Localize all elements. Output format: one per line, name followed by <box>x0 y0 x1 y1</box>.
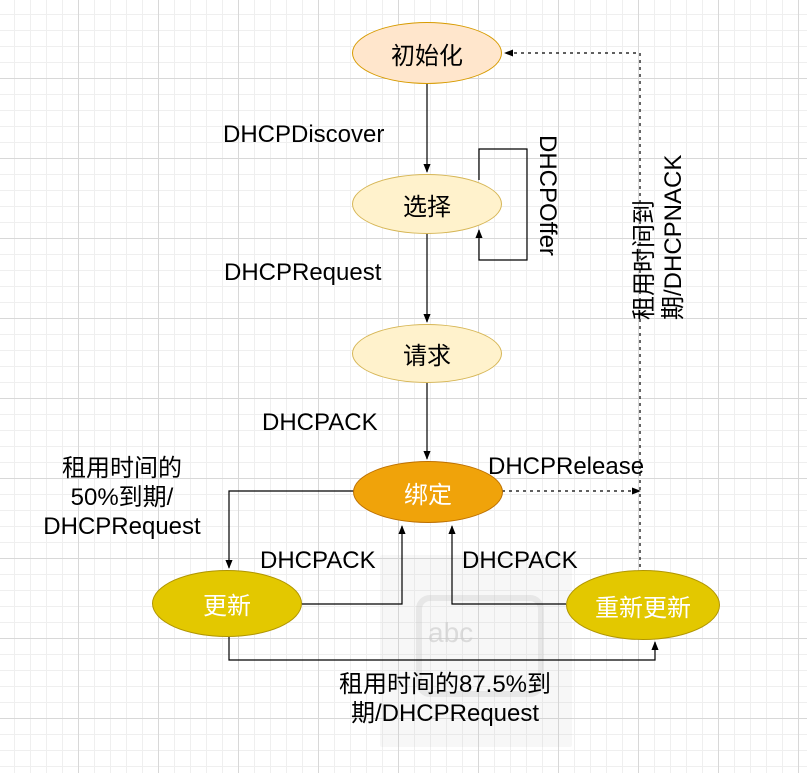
watermark: abc <box>380 555 572 747</box>
state-request[interactable]: 请求 <box>352 324 502 383</box>
label-t1-line3: DHCPRequest <box>43 513 201 540</box>
label-renew-ack: DHCPACK <box>260 547 376 574</box>
label-expire: 租用时间到 期/DHCPNACK <box>630 154 690 320</box>
edge-renew-ack <box>302 525 406 605</box>
label-t1: 租用时间的 50%到期/ DHCPRequest <box>22 454 222 541</box>
edge-rebind-ack <box>448 525 566 605</box>
watermark-frame <box>416 595 544 697</box>
edge-expire-dashed <box>504 49 641 567</box>
label-dhcpoffer: DHCPOffer <box>534 135 561 256</box>
edge-offer-self-loop <box>475 148 528 261</box>
state-rebind[interactable]: 重新更新 <box>566 570 720 640</box>
state-renew-label: 更新 <box>203 592 251 620</box>
state-renew[interactable]: 更新 <box>152 570 302 637</box>
label-dhcprequest: DHCPRequest <box>224 259 382 286</box>
label-rebind-ack: DHCPACK <box>462 547 578 574</box>
label-t2: 租用时间的87.5%到 期/DHCPRequest <box>300 670 590 728</box>
watermark-text: abc <box>428 617 474 648</box>
state-select[interactable]: 选择 <box>352 174 502 234</box>
label-dhcprelease: DHCPRelease <box>488 453 645 480</box>
label-t1-line2: 50%到期/ <box>70 484 174 511</box>
state-rebind-label: 重新更新 <box>595 593 691 622</box>
label-dhcpack: DHCPACK <box>262 409 378 436</box>
label-t1-line1: 租用时间的 <box>62 455 182 482</box>
edge-bind-to-renew <box>225 490 356 569</box>
edge-renew-to-rebind <box>228 637 659 661</box>
label-t2-line2: 期/DHCPRequest <box>350 700 540 727</box>
state-request-label: 请求 <box>403 342 451 370</box>
state-select-label: 选择 <box>403 192 451 221</box>
state-init-label: 初始化 <box>391 41 463 70</box>
state-bind[interactable]: 绑定 <box>353 461 503 523</box>
label-expire-line2: 期/DHCPNACK <box>660 154 687 320</box>
state-bind-label: 绑定 <box>404 480 452 509</box>
label-expire-line1: 租用时间到 <box>631 200 658 320</box>
state-init[interactable]: 初始化 <box>352 22 502 84</box>
label-dhcpdiscover: DHCPDiscover <box>223 121 385 148</box>
label-t2-line1: 租用时间的87.5%到 <box>338 671 552 698</box>
